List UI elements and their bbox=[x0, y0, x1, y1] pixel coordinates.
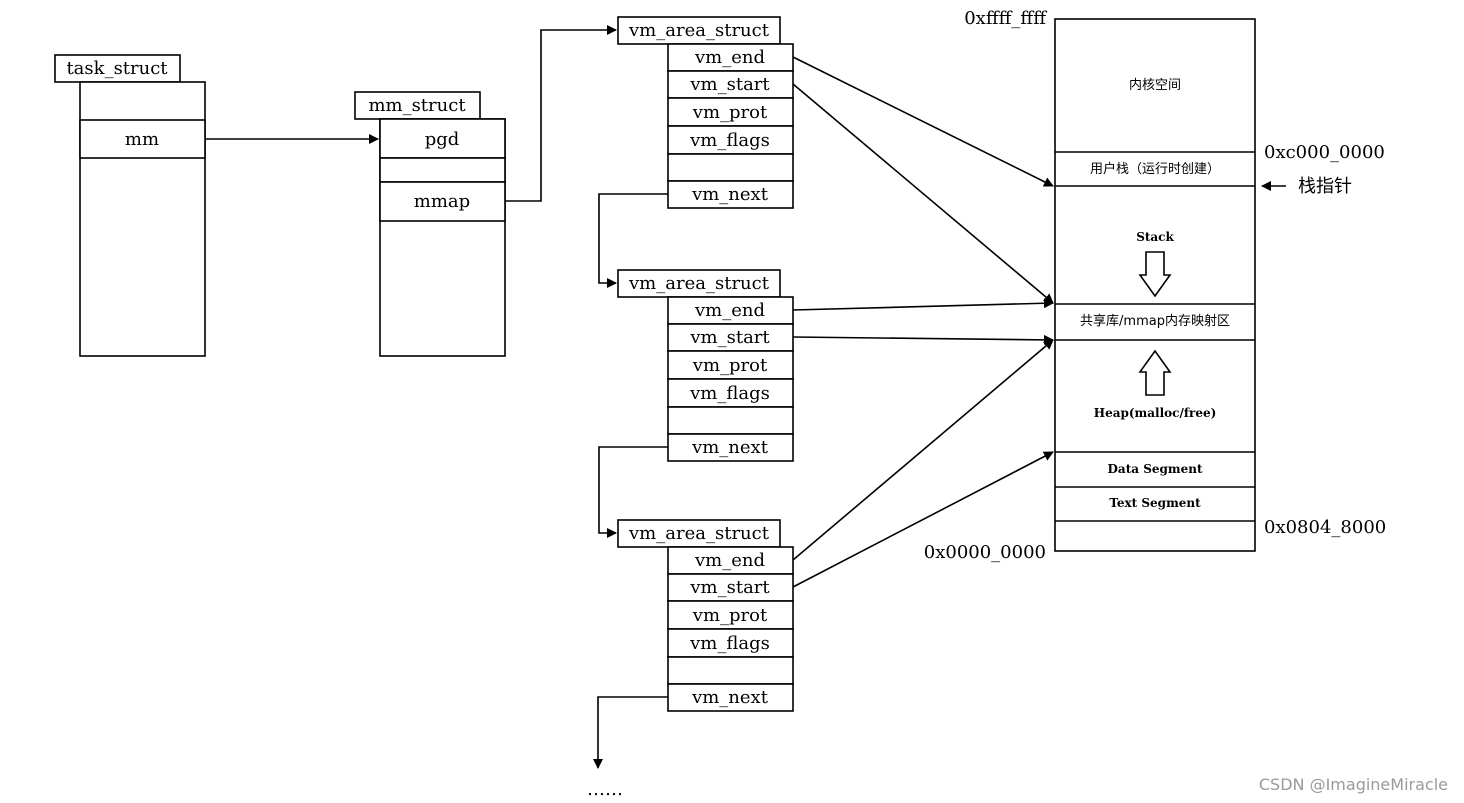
arrow-vma-1-end bbox=[792, 56, 1054, 187]
arrow-vma-2-next bbox=[598, 446, 668, 538]
task-struct: task_struct mm bbox=[54, 54, 206, 357]
task-struct-title-box bbox=[54, 54, 181, 83]
vma-3-vm-prot-label: vm_prot bbox=[692, 605, 768, 626]
vma-1-vm-prot-label: vm_prot bbox=[692, 102, 768, 123]
vma-1-vm-start bbox=[667, 70, 794, 99]
arrow-vma-2-end bbox=[792, 298, 1054, 311]
mm-struct-empty-field bbox=[379, 157, 506, 183]
vma-2-vm-start bbox=[667, 323, 794, 352]
arrow-vma-2-start bbox=[792, 334, 1054, 345]
vma-3-title-box bbox=[617, 519, 781, 548]
vma-1-title-box bbox=[617, 16, 781, 45]
vma-2-empty bbox=[667, 406, 794, 435]
vma-1-vm-end-label: vm_end bbox=[694, 47, 765, 68]
vma-2-vm-prot-label: vm_prot bbox=[692, 355, 768, 376]
data-segment-label: Data Segment bbox=[1108, 462, 1203, 476]
arrow-vma-3-next bbox=[593, 696, 668, 769]
vma-1-vm-flags-label: vm_flags bbox=[689, 130, 770, 151]
mm-struct-title-box bbox=[354, 91, 481, 120]
vma-1-vm-next bbox=[667, 180, 794, 209]
mm-struct: mm_struct pgd mmap bbox=[354, 91, 506, 357]
mm-struct-mmap-field bbox=[379, 181, 506, 222]
vma-2-title-box bbox=[617, 269, 781, 298]
arrow-vma-1-start bbox=[792, 83, 1054, 304]
vma-3-vm-flags-label: vm_flags bbox=[689, 633, 770, 654]
vm-area-struct-2: vm_area_struct vm_end vm_start vm_prot v… bbox=[617, 269, 794, 462]
vma-3-vm-prot bbox=[667, 600, 794, 630]
text-segment-label: Text Segment bbox=[1109, 496, 1201, 510]
heap-label: Heap(malloc/free) bbox=[1094, 406, 1217, 420]
stack-label: Stack bbox=[1136, 230, 1174, 244]
address-bottom: 0x0000_0000 bbox=[924, 542, 1046, 563]
vma-2-vm-flags-label: vm_flags bbox=[689, 383, 770, 404]
address-kernel-boundary: 0xc000_0000 bbox=[1264, 142, 1385, 163]
user-stack-label: 用户栈（运行时创建） bbox=[1090, 161, 1220, 177]
stack-pointer-label: 栈指针 bbox=[1298, 176, 1352, 197]
vma-2-vm-start-label: vm_start bbox=[689, 327, 770, 348]
mm-struct-title: mm_struct bbox=[368, 95, 466, 116]
vma-2-vm-prot bbox=[667, 350, 794, 380]
vma-3-vm-end bbox=[667, 546, 794, 575]
task-struct-mm-label: mm bbox=[125, 129, 159, 150]
vma-3-vm-end-label: vm_end bbox=[694, 550, 765, 571]
vma-3-empty bbox=[667, 656, 794, 685]
vma-3-vm-start bbox=[667, 573, 794, 602]
vma-3-vm-flags bbox=[667, 628, 794, 658]
mmap-region-label: 共享库/mmap内存映射区 bbox=[1080, 313, 1230, 329]
watermark: CSDN @ImagineMiracle bbox=[1259, 775, 1448, 794]
vma-1-vm-prot bbox=[667, 97, 794, 127]
vma-3-vm-next bbox=[667, 683, 794, 712]
arrow-vma-3-end bbox=[792, 339, 1054, 561]
vma-1-vm-start-label: vm_start bbox=[689, 74, 770, 95]
arrow-mmap-to-vma-1 bbox=[505, 25, 617, 202]
mm-struct-mmap-label: mmap bbox=[414, 191, 470, 212]
address-text-start: 0x0804_8000 bbox=[1264, 517, 1386, 538]
vma-2-vm-flags bbox=[667, 378, 794, 408]
vma-1-title: vm_area_struct bbox=[628, 20, 770, 41]
vma-2-vm-next-label: vm_next bbox=[691, 437, 769, 458]
kernel-space-label: 内核空间 bbox=[1129, 77, 1181, 93]
vma-1-vm-flags bbox=[667, 125, 794, 155]
vma-3-vm-start-label: vm_start bbox=[689, 577, 770, 598]
mm-struct-pgd-label: pgd bbox=[425, 129, 460, 150]
mm-struct-pgd-field bbox=[379, 118, 506, 159]
arrow-vma-3-start bbox=[792, 451, 1054, 588]
vm-area-struct-1: vm_area_struct vm_end vm_start vm_prot v… bbox=[617, 16, 794, 209]
arrow-vma-1-next bbox=[598, 193, 668, 288]
heap-grow-up-arrow bbox=[1138, 349, 1172, 396]
vma-2-title: vm_area_struct bbox=[628, 273, 770, 294]
vma-3-vm-next-label: vm_next bbox=[691, 687, 769, 708]
vma-2-vm-end-label: vm_end bbox=[694, 300, 765, 321]
vma-1-vm-next-label: vm_next bbox=[691, 184, 769, 205]
task-struct-title: task_struct bbox=[66, 58, 168, 79]
vm-area-struct-3: vm_area_struct vm_end vm_start vm_prot v… bbox=[617, 519, 794, 712]
stack-grow-down-arrow bbox=[1138, 251, 1172, 298]
address-top: 0xffff_ffff bbox=[964, 8, 1047, 29]
task-struct-mm-field bbox=[79, 119, 206, 159]
memory-layout: 内核空间 用户栈（运行时创建） Stack 共享库/mmap内存映射区 Heap… bbox=[1054, 18, 1256, 552]
vma-1-empty bbox=[667, 153, 794, 182]
vma-2-vm-next bbox=[667, 433, 794, 462]
ellipsis: …… bbox=[587, 779, 623, 800]
memory-layout-frame bbox=[1054, 18, 1256, 552]
vma-3-title: vm_area_struct bbox=[628, 523, 770, 544]
